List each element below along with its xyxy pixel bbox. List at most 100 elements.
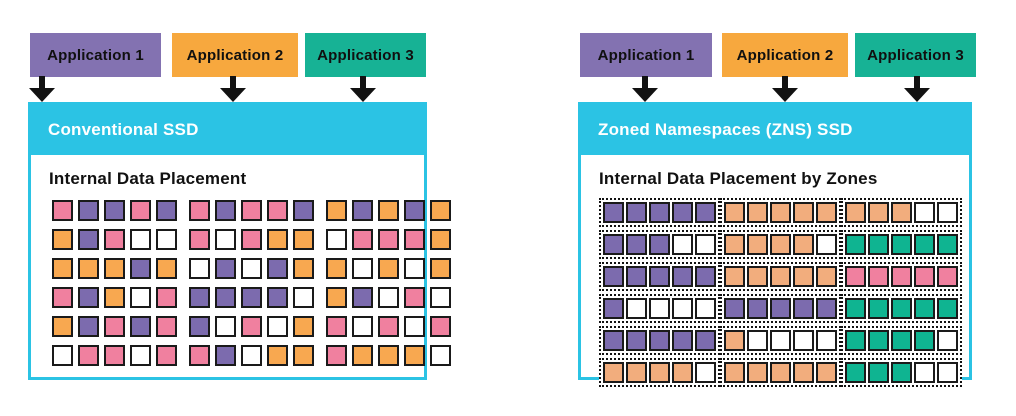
zone (720, 294, 841, 323)
flash-block-cell (747, 362, 768, 383)
flash-block-cell (695, 266, 716, 287)
flash-block-cell (868, 362, 889, 383)
flash-block-cell (293, 287, 314, 308)
flash-block-cell (352, 316, 373, 337)
flash-block-cell (724, 234, 745, 255)
flash-block-cell (378, 345, 399, 366)
flash-block-cell (770, 202, 791, 223)
flash-block-cell (626, 234, 647, 255)
zone (841, 230, 962, 259)
zns-body-title: Internal Data Placement by Zones (599, 169, 878, 188)
flash-block-cell (672, 362, 693, 383)
flash-block-cell (672, 298, 693, 319)
flash-block-cell (845, 330, 866, 351)
flash-block-cell (695, 298, 716, 319)
flash-block-cell (891, 362, 912, 383)
flash-block-cell (78, 287, 99, 308)
application-2-box: Application 2 (172, 33, 298, 77)
zone (599, 230, 720, 259)
flash-block-cell (156, 316, 177, 337)
flash-block-cell (104, 345, 125, 366)
flash-block-cell (914, 266, 935, 287)
flash-block-cell (293, 258, 314, 279)
flash-block-cell (215, 200, 236, 221)
flash-block-cell (189, 258, 210, 279)
flash-block-cell (868, 330, 889, 351)
flash-block-cell (326, 258, 347, 279)
flash-block-cell (378, 287, 399, 308)
flash-block-cell (747, 202, 768, 223)
zone (720, 198, 841, 227)
arrow-stem (360, 76, 366, 89)
flash-block-cell (672, 234, 693, 255)
panel-zns-ssd: Application 1 Application 2 Application … (578, 0, 976, 416)
flash-block-cell (215, 229, 236, 250)
flash-block-cell (104, 287, 125, 308)
flash-block-cell (404, 229, 425, 250)
flash-block-cell (78, 200, 99, 221)
flash-block-cell (156, 229, 177, 250)
flash-block-cell (241, 345, 262, 366)
flash-block-cell (937, 330, 958, 351)
flash-block-cell (724, 330, 745, 351)
application-3-box: Application 3 (305, 33, 426, 77)
group-gap (182, 200, 184, 221)
zns-ssd-body: Internal Data Placement by Zones (581, 169, 969, 387)
flash-block-cell (891, 234, 912, 255)
flash-block-cell (845, 298, 866, 319)
flash-block-cell (404, 287, 425, 308)
grid-row (52, 345, 451, 366)
flash-block-cell (293, 200, 314, 221)
flash-block-cell (104, 229, 125, 250)
flash-block-cell (603, 298, 624, 319)
grid-row (52, 258, 451, 279)
flash-block-cell (603, 330, 624, 351)
group-gap (182, 287, 184, 308)
flash-block-cell (603, 202, 624, 223)
flash-block-cell (793, 330, 814, 351)
flash-block-cell (352, 345, 373, 366)
flash-block-cell (793, 234, 814, 255)
flash-block-cell (649, 202, 670, 223)
conventional-ssd-box: Conventional SSD Internal Data Placement (28, 102, 451, 380)
arrow-head (350, 88, 376, 102)
flash-block-cell (52, 287, 73, 308)
group-gap (182, 258, 184, 279)
flash-block-cell (378, 316, 399, 337)
flash-block-cell (104, 200, 125, 221)
flash-block-cell (267, 345, 288, 366)
down-arrow-3 (350, 76, 376, 102)
flash-block-cell (770, 234, 791, 255)
conventional-ssd-header: Conventional SSD (31, 105, 424, 155)
flash-block-cell (52, 200, 73, 221)
flash-block-cell (241, 316, 262, 337)
zns-ssd-box: Zoned Namespaces (ZNS) SSD Internal Data… (578, 102, 972, 387)
grid-row (52, 200, 451, 221)
flash-block-cell (626, 330, 647, 351)
flash-block-cell (724, 202, 745, 223)
application-2-box: Application 2 (722, 33, 848, 77)
flash-block-cell (104, 316, 125, 337)
group-gap (319, 345, 321, 366)
flash-block-cell (914, 330, 935, 351)
flash-block-cell (326, 200, 347, 221)
flash-block-cell (845, 234, 866, 255)
flash-block-cell (603, 266, 624, 287)
flash-block-cell (891, 298, 912, 319)
flash-block-cell (430, 258, 451, 279)
zone (841, 294, 962, 323)
flash-block-cell (430, 229, 451, 250)
flash-block-cell (293, 345, 314, 366)
arrow-head (632, 88, 658, 102)
flash-block-cell (626, 202, 647, 223)
zns-ssd-header: Zoned Namespaces (ZNS) SSD (581, 105, 969, 155)
flash-block-cell (626, 266, 647, 287)
flash-block-cell (241, 200, 262, 221)
flash-block-cell (649, 234, 670, 255)
flash-block-cell (326, 229, 347, 250)
zns-grid (599, 198, 969, 387)
flash-block-cell (770, 266, 791, 287)
flash-block-cell (430, 200, 451, 221)
zone-row (599, 294, 969, 323)
flash-block-cell (189, 316, 210, 337)
